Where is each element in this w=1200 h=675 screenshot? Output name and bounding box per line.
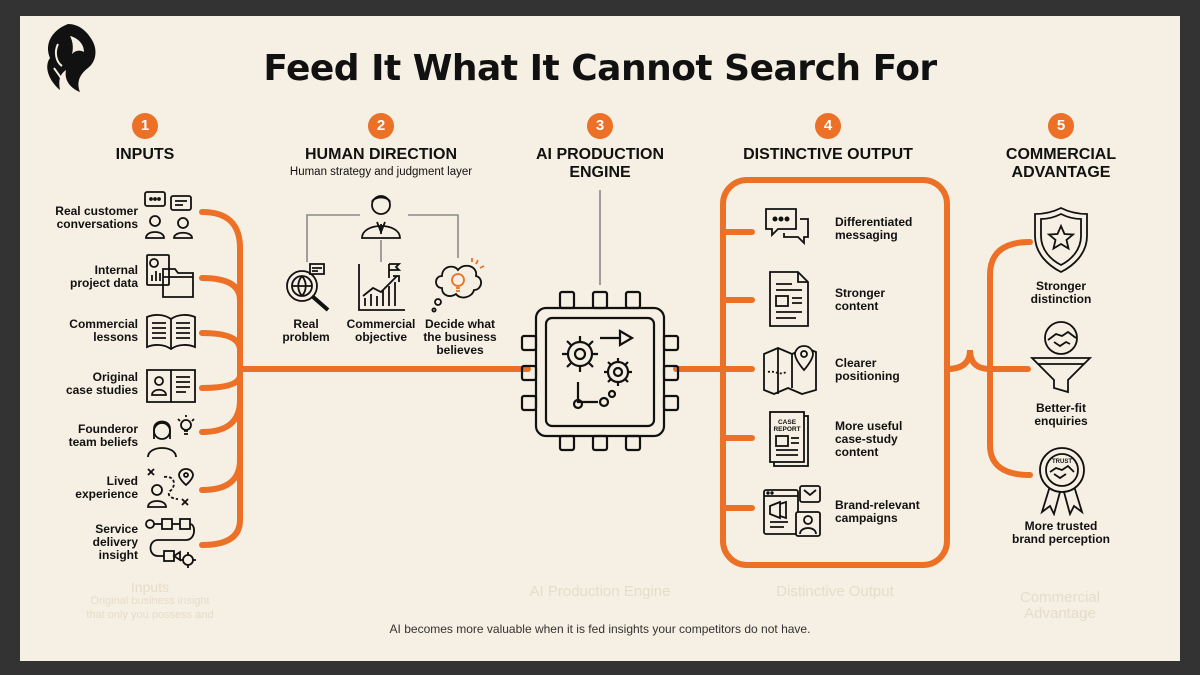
- funnel-handshake-icon: [1030, 318, 1092, 394]
- person-lightbulb-icon: [146, 413, 196, 459]
- step-badge-3: 3: [587, 113, 613, 139]
- process-flow-icon: [144, 516, 198, 568]
- chat-bubbles-icon: [762, 205, 812, 249]
- person-journey-icon: [144, 465, 196, 511]
- ghost-label-ai-engine: AI Production Engine: [529, 583, 671, 600]
- page-title: Feed It What It Cannot Search For: [263, 48, 937, 89]
- campaign-megaphone-icon: [762, 484, 824, 544]
- case-report-icon: CASE REPORT: [768, 410, 812, 470]
- ghost-label-inputs: Inputs Original business insight that on…: [86, 579, 214, 621]
- profile-book-icon: [144, 364, 198, 406]
- svg-text:TRUST: TRUST: [1052, 459, 1072, 465]
- shield-star-icon: [1031, 206, 1091, 274]
- column-heading-distinctive-output: DISTINCTIVE OUTPUT: [743, 146, 913, 163]
- trust-badge-icon: TRUST: [1034, 446, 1090, 516]
- document-folder-icon: [145, 253, 197, 301]
- column-heading-ai-engine: AI PRODUCTION ENGINE: [536, 146, 664, 181]
- svg-text:REPORT: REPORT: [773, 426, 800, 433]
- ai-engine-chip-icon: [520, 286, 680, 452]
- svg-text:CASE: CASE: [778, 419, 797, 426]
- step-badge-5: 5: [1048, 113, 1074, 139]
- lion-logo: [40, 22, 102, 94]
- column-heading-human-direction: HUMAN DIRECTION: [305, 146, 457, 163]
- thought-lightbulb-icon: [430, 258, 488, 314]
- conversation-people-icon: [143, 190, 195, 242]
- step-badge-4: 4: [815, 113, 841, 139]
- footer-caption: AI becomes more valuable when it is fed …: [389, 622, 811, 636]
- document-icon: [766, 270, 812, 328]
- step-badge-1: 1: [132, 113, 158, 139]
- globe-magnifier-icon: [282, 262, 334, 314]
- strategist-person-icon: [358, 192, 404, 240]
- open-book-icon: [144, 311, 198, 353]
- growth-chart-flag-icon: [357, 262, 407, 314]
- column-heading-inputs: INPUTS: [115, 146, 175, 163]
- ghost-label-output: Distinctive Output: [776, 583, 894, 600]
- column-heading-commercial-advantage: COMMERCIAL ADVANTAGE: [1005, 146, 1117, 181]
- map-pin-icon: [762, 342, 818, 396]
- step-badge-2: 2: [368, 113, 394, 139]
- column-subheading-human-direction: Human strategy and judgment layer: [289, 166, 473, 178]
